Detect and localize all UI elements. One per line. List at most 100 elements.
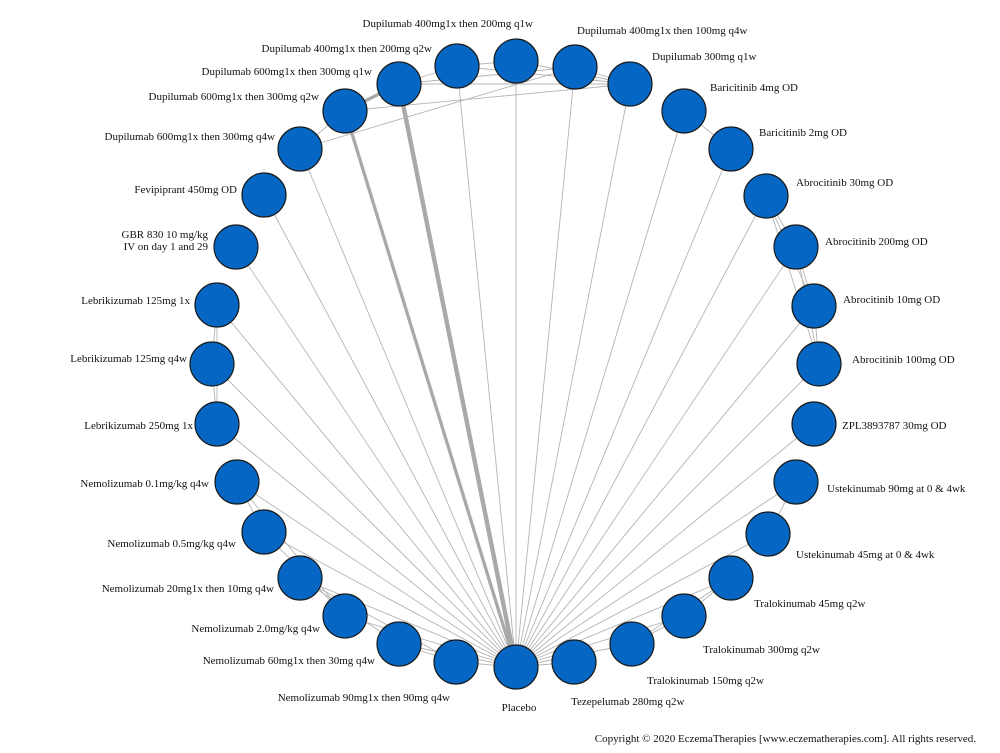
- label-abr200: Abrocitinib 200mg OD: [825, 236, 928, 248]
- label-leb250_1x: Lebrikizumab 250mg 1x: [84, 420, 193, 432]
- node-abr200: [773, 224, 819, 270]
- edge-placebo-leb125_1x: [216, 304, 517, 668]
- edge-dup300q1w-dup400_200q2w: [456, 65, 631, 85]
- label-tra150: Tralokinumab 150mg q2w: [647, 675, 764, 687]
- edge-placebo-leb125q4w: [211, 363, 517, 668]
- label-zpl: ZPL3893787 30mg OD: [842, 420, 947, 432]
- node-tra45: [708, 555, 754, 601]
- edge-placebo-dup400_100q4w: [515, 66, 576, 668]
- label-nem05: Nemolizumab 0.5mg/kg q4w: [107, 538, 236, 550]
- node-abr10: [791, 283, 837, 329]
- label-leb125_1x: Lebrikizumab 125mg 1x: [81, 295, 190, 307]
- label-ust90: Ustekinumab 90mg at 0 & 4wk: [827, 483, 966, 495]
- edge-placebo-dup300q1w: [515, 83, 631, 668]
- label-nem01: Nemolizumab 0.1mg/kg q4w: [80, 478, 209, 490]
- node-leb125q4w: [189, 341, 235, 387]
- label-dup600_300q2w: Dupilumab 600mg1x then 300mg q2w: [149, 91, 320, 103]
- label-leb125q4w: Lebrikizumab 125mg q4w: [70, 353, 187, 365]
- label-ust45: Ustekinumab 45mg at 0 & 4wk: [796, 549, 935, 561]
- node-nem20_10: [277, 555, 323, 601]
- edge-placebo-abr200: [515, 246, 797, 668]
- edge-placebo-tra300: [515, 615, 685, 668]
- node-placebo: [493, 644, 539, 690]
- label-dup400_200q2w: Dupilumab 400mg1x then 200mg q2w: [262, 43, 433, 55]
- edge-placebo-abr100: [515, 363, 820, 668]
- node-nem2: [322, 593, 368, 639]
- node-ust45: [745, 511, 791, 557]
- label-layer: Placebo Tezepelumab 280mg q2w Tralokinumab…: [70, 18, 966, 714]
- label-bar2: Baricitinib 2mg OD: [759, 127, 847, 139]
- node-fev450: [241, 172, 287, 218]
- node-tra150: [609, 621, 655, 667]
- label-tra45: Tralokinumab 45mg q2w: [754, 598, 865, 610]
- label-nem20_10: Nemolizumab 20mg1x then 10mg q4w: [102, 583, 274, 595]
- node-abr30: [743, 173, 789, 219]
- edge-placebo-dup600_300q2w: [343, 110, 518, 668]
- node-dup400_100q4w: [552, 44, 598, 90]
- node-tra300: [661, 593, 707, 639]
- label-abr10: Abrocitinib 10mg OD: [843, 294, 940, 306]
- node-dup600_300q1w: [376, 61, 422, 107]
- label-nem90_90: Nemolizumab 90mg1x then 90mg q4w: [278, 692, 450, 704]
- edge-placebo-zpl: [515, 423, 815, 668]
- label-abr100: Abrocitinib 100mg OD: [852, 354, 955, 366]
- edge-placebo-nem20_10: [299, 577, 517, 668]
- edge-placebo-nem05: [263, 531, 517, 668]
- edge-dup300q1w-dup600_300q2w: [344, 83, 631, 112]
- edge-layer: [211, 60, 820, 668]
- node-nem90_90: [433, 639, 479, 685]
- node-dup300q1w: [607, 61, 653, 107]
- edge-placebo-dup400_200q2w: [456, 65, 517, 668]
- edge-placebo-dup600_300q1w: [396, 83, 519, 668]
- label-nem2: Nemolizumab 2.0mg/kg q4w: [191, 623, 320, 635]
- edge-placebo-dup600_300q4w: [299, 148, 517, 668]
- node-nem60_30: [376, 621, 422, 667]
- label-placebo: Placebo: [502, 702, 537, 714]
- node-abr100: [796, 341, 842, 387]
- label-dup400_100q4w: Dupilumab 400mg1x then 100mg q4w: [577, 25, 748, 37]
- node-zpl: [791, 401, 837, 447]
- edge-placebo-ust90: [515, 481, 797, 668]
- edge-placebo-tra45: [515, 577, 732, 668]
- edge-placebo-bar4: [515, 110, 685, 668]
- node-leb125_1x: [194, 282, 240, 328]
- label-dup400_200q1w: Dupilumab 400mg1x then 200mg q1w: [363, 18, 534, 30]
- edge-dup400_100q4w-dup600_300q4w: [299, 66, 576, 150]
- label-fev450: Fevipiprant 450mg OD: [134, 184, 237, 196]
- edge-placebo-abr10: [515, 305, 815, 668]
- node-gbr830: [213, 224, 259, 270]
- label-dup300q1w: Dupilumab 300mg q1w: [652, 51, 757, 63]
- edge-placebo-nem2: [344, 615, 517, 668]
- label-dup600_300q4w: Dupilumab 600mg1x then 300mg q4w: [105, 131, 276, 143]
- edge-placebo-fev450: [263, 194, 517, 668]
- label-bar4: Baricitinib 4mg OD: [710, 82, 798, 94]
- label-tra300: Tralokinumab 300mg q2w: [703, 644, 820, 656]
- node-layer: [189, 38, 842, 690]
- label-abr30: Abrocitinib 30mg OD: [796, 177, 893, 189]
- edge-placebo-gbr830: [235, 246, 517, 668]
- edge-nem01-nem2: [236, 481, 346, 617]
- node-dup600_300q2w: [322, 88, 368, 134]
- label-dup600_300q1w: Dupilumab 600mg1x then 300mg q1w: [202, 66, 373, 78]
- node-nem05: [241, 509, 287, 555]
- node-dup400_200q2w: [434, 43, 480, 89]
- node-leb250_1x: [194, 401, 240, 447]
- edge-placebo-nem01: [236, 481, 517, 668]
- node-dup600_300q4w: [277, 126, 323, 172]
- label-nem60_30: Nemolizumab 60mg1x then 30mg q4w: [203, 655, 375, 667]
- node-tez280: [551, 639, 597, 685]
- node-bar4: [661, 88, 707, 134]
- node-ust90: [773, 459, 819, 505]
- label-tez280: Tezepelumab 280mg q2w: [571, 696, 685, 708]
- node-bar2: [708, 126, 754, 172]
- edge-nem20_10-nem90_90: [299, 577, 457, 663]
- edge-placebo-abr30: [515, 195, 767, 668]
- copyright-notice: Copyright © 2020 EczemaTherapies [www.ec…: [595, 733, 976, 745]
- edge-dup400_100q4w-dup600_300q1w: [398, 66, 576, 85]
- node-nem01: [214, 459, 260, 505]
- node-dup400_200q1w: [493, 38, 539, 84]
- edge-placebo-bar2: [515, 148, 732, 668]
- edge-placebo-leb250_1x: [216, 423, 517, 668]
